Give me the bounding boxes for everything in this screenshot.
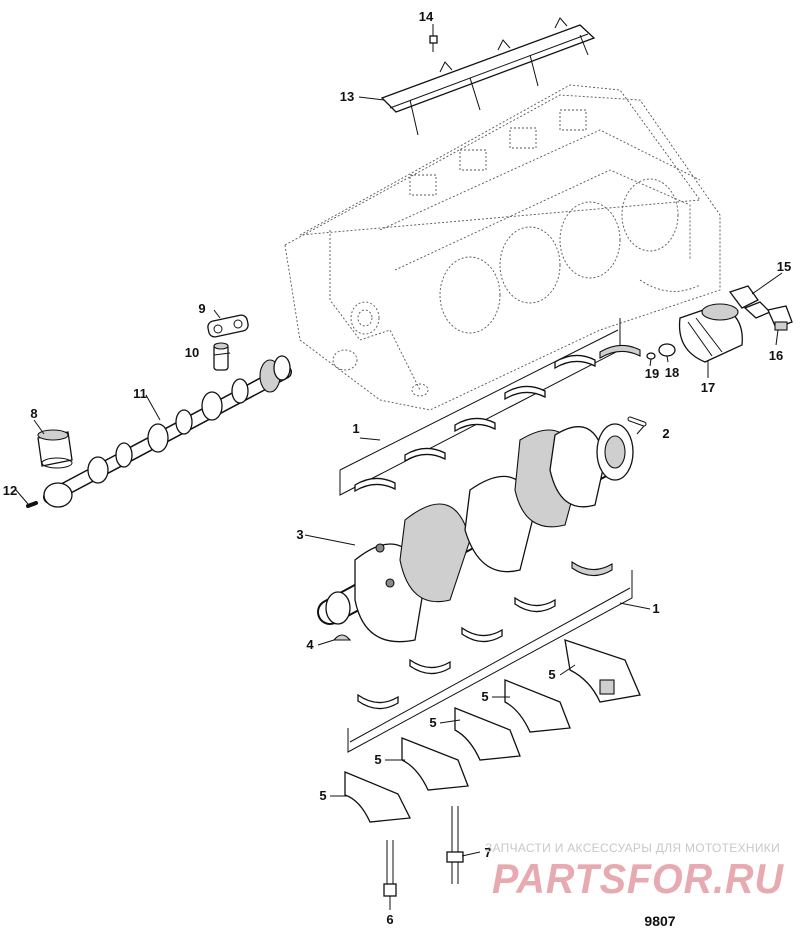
watermark: ЗАПЧАСТИ И АКСЕССУАРЫ ДЛЯ МОТОТЕХНИКИ PA…	[485, 841, 785, 902]
cap-stud	[446, 806, 464, 884]
cap-bolt	[383, 840, 397, 897]
adapter-washer	[646, 352, 656, 360]
main-bearing-caps	[344, 639, 641, 823]
callout-16: 16	[769, 348, 783, 363]
callout-9: 9	[198, 301, 205, 316]
callout-12: 12	[3, 483, 17, 498]
lifter-guide-tray	[380, 17, 596, 136]
callout-14: 14	[419, 9, 434, 24]
upper-bearing-set	[339, 318, 641, 496]
callout-5-b: 5	[481, 689, 488, 704]
callout-5-e: 5	[319, 788, 326, 803]
callout-6: 6	[386, 912, 393, 927]
lower-bearing-set	[347, 560, 633, 753]
figure-number: 9807	[644, 913, 675, 929]
leader-lines	[15, 24, 783, 910]
callout-4: 4	[306, 637, 314, 652]
callout-3: 3	[296, 527, 303, 542]
tray-bolt	[429, 35, 438, 52]
woodruff-key	[332, 634, 352, 641]
callout-15: 15	[777, 259, 791, 274]
oil-fittings	[728, 285, 793, 331]
callout-1-lower: 1	[652, 601, 659, 616]
callout-10: 10	[185, 345, 199, 360]
watermark-brand: PARTSFOR.RU	[492, 855, 785, 902]
crankshaft	[317, 423, 634, 643]
callout-19: 19	[645, 366, 659, 381]
callout-5-a: 5	[548, 667, 555, 682]
callout-17: 17	[701, 380, 715, 395]
oil-filter	[678, 303, 743, 363]
cam-bearing	[37, 429, 73, 469]
dowel-pin	[26, 501, 38, 508]
callout-labels: 14 13 15 16 17 18 19 9 10 11 8 12 2 1 3 …	[3, 9, 791, 927]
engine-block	[284, 84, 721, 411]
valve-lifter	[213, 342, 229, 371]
callout-13: 13	[340, 89, 354, 104]
callout-2: 2	[662, 426, 669, 441]
callout-8: 8	[30, 406, 37, 421]
crank-pin	[627, 416, 647, 427]
callout-7: 7	[484, 845, 491, 860]
callout-11: 11	[133, 386, 147, 401]
callout-5-d: 5	[374, 752, 381, 767]
callout-5-c: 5	[429, 715, 436, 730]
lifter-guide	[207, 314, 249, 338]
callout-18: 18	[665, 365, 679, 380]
camshaft	[43, 355, 292, 508]
watermark-tagline: ЗАПЧАСТИ И АКСЕССУАРЫ ДЛЯ МОТОТЕХНИКИ	[485, 841, 780, 855]
filter-adapter	[658, 343, 676, 357]
callout-1-upper: 1	[352, 421, 359, 436]
